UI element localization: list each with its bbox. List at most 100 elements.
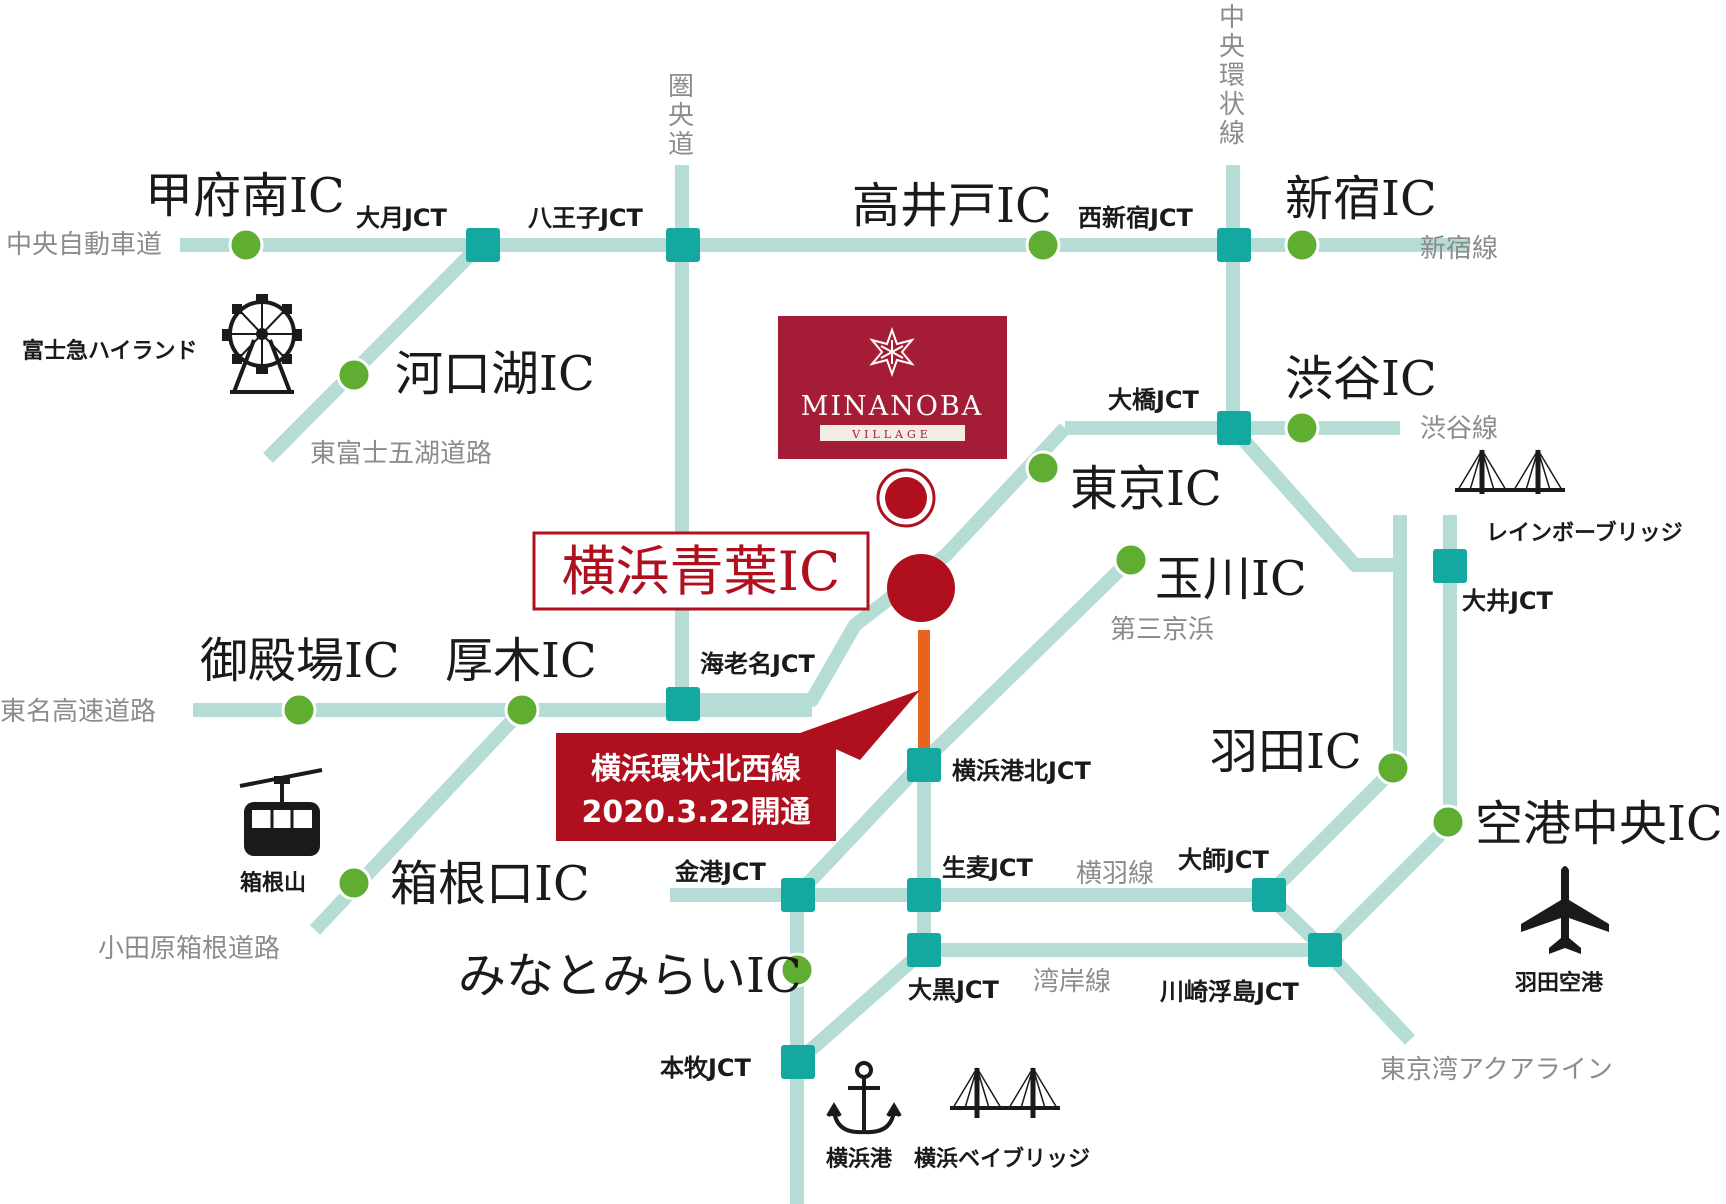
jct-markers: [466, 228, 1467, 1079]
ic-marker: [1113, 542, 1149, 578]
ic-labels: 甲府南IC 高井戸IC 新宿IC 河口湖IC 渋谷IC 東京IC 玉川IC 御殿…: [145, 168, 1723, 1004]
ic-marker: [336, 865, 372, 901]
road-name-yokohane: 横羽線: [1076, 859, 1154, 889]
yokohama-port-label: 横浜港: [826, 1147, 893, 1172]
callout-line1: 横浜環状北西線: [591, 752, 801, 787]
road-name-chuo: 中央自動車道: [6, 230, 162, 260]
road-name-shinjuku-line: 新宿線: [1420, 234, 1498, 264]
jct-marker: [781, 878, 815, 912]
road-name-shibuya-line: 渋谷線: [1420, 414, 1498, 444]
ic-marker: [228, 227, 264, 263]
road-name-higashi-fuji: 東富士五湖道路: [310, 439, 492, 469]
bridge-icon: [950, 1067, 1060, 1118]
jct-marker: [907, 933, 941, 967]
jct-marker: [1252, 878, 1286, 912]
jct-label-ohashi: 大橋JCT: [1108, 386, 1200, 414]
jct-label-daikoku: 大黒JCT: [908, 976, 1000, 1004]
ic-label-minatomirai: みなとみらいIC: [458, 948, 802, 1004]
road-higashi-fuji: [263, 240, 485, 463]
road-name-wangan: 湾岸線: [1033, 967, 1111, 997]
jct-labels: 大月JCT 八王子JCT 西新宿JCT 大橋JCT 大井JCT 海老名JCT 横…: [356, 204, 1554, 1082]
jct-label-namamugi: 生麦JCT: [942, 854, 1034, 882]
road-name-chuo-kanjo: 央: [1219, 32, 1245, 62]
bay-bridge-label: 横浜ベイブリッジ: [914, 1146, 1090, 1172]
hakone-yama-label: 箱根山: [240, 870, 306, 896]
highlight-ic: 横浜青葉IC: [532, 531, 955, 622]
logo-banner: [820, 425, 965, 441]
jct-label-honmoku: 本牧JCT: [660, 1054, 752, 1082]
road-names: 中央自動車道 新宿線 圏 央 道 中 央 環 状 線 東富士五湖道路 渋谷線 第…: [0, 3, 1613, 1085]
ic-marker: [779, 952, 815, 988]
road-name-tomei: 東名高速道路: [0, 697, 156, 727]
ropeway-icon: [239, 768, 323, 856]
jct-label-hachioji: 八王子JCT: [528, 204, 644, 232]
hokuseisen-callout: 横浜環状北西線 2020.3.22開通: [556, 690, 920, 841]
ic-marker: [1430, 804, 1466, 840]
jct-marker: [781, 1045, 815, 1079]
road-name-chuo-kanjo: 線: [1219, 119, 1245, 149]
anchor-icon: [826, 1061, 902, 1135]
ic-marker: [1284, 227, 1320, 263]
jct-marker: [907, 878, 941, 912]
jct-marker: [907, 748, 941, 782]
ic-label-gotemba: 御殿場IC: [200, 633, 400, 689]
logo-star-icon: [869, 327, 915, 377]
fujikyu-label: 富士急ハイランド: [22, 338, 198, 364]
ic-label-kuko-chuo: 空港中央IC: [1475, 796, 1723, 852]
jct-marker: [1308, 933, 1342, 967]
bridge-icon: [1455, 449, 1565, 494]
highlight-ic-label: 横浜青葉IC: [562, 540, 841, 603]
road-name-odawara-hakone: 小田原箱根道路: [98, 934, 280, 964]
jct-label-kawasaki-ukishima: 川崎浮島JCT: [1160, 978, 1300, 1006]
jct-label-yokohamako-kita: 横浜港北JCT: [952, 757, 1092, 785]
road-shuto-tokyo: [690, 423, 1071, 707]
airplane-icon: [1521, 866, 1609, 954]
ic-marker: [1375, 750, 1411, 786]
road-name-chuo-kanjo: 環: [1219, 61, 1245, 91]
jct-marker: [666, 687, 700, 721]
road-daikoku-honmoku: [792, 944, 929, 1068]
jct-marker: [1217, 228, 1251, 262]
highlight-ic-box: [532, 531, 870, 611]
ic-label-tokyo: 東京IC: [1070, 461, 1222, 517]
ic-label-atsugi: 厚木IC: [445, 633, 597, 689]
rainbow-bridge-label: レインボーブリッジ: [1486, 520, 1683, 546]
road-name-ken-o-do: 央: [668, 101, 694, 131]
callout-box: [556, 733, 836, 841]
jct-marker: [1217, 411, 1251, 445]
road-name-chuo-kanjo: 中: [1219, 3, 1245, 33]
jct-marker: [666, 228, 700, 262]
road-name-chuo-kanjo: 状: [1219, 90, 1245, 120]
minanoba-logo: MINANOBA VILLAGE: [778, 316, 1007, 459]
jct-marker: [1433, 549, 1467, 583]
site-marker: [876, 468, 936, 528]
ic-marker: [281, 692, 317, 728]
road-ohashi-oi: [1227, 423, 1400, 572]
jct-label-nishishinjuku: 西新宿JCT: [1078, 204, 1194, 232]
ic-label-hakoneguchi: 箱根口IC: [390, 856, 590, 912]
ic-marker: [1025, 450, 1061, 486]
callout-line2: 2020.3.22開通: [582, 795, 811, 830]
road-name-daisan-keihin: 第三京浜: [1110, 615, 1214, 645]
road-name-ken-o-do: 道: [668, 130, 694, 160]
ic-marker: [1025, 227, 1061, 263]
ic-markers: [228, 227, 1466, 988]
road-name-aqua-line: 東京湾アクアライン: [1380, 1055, 1613, 1085]
ic-label-tamagawa: 玉川IC: [1155, 551, 1307, 607]
jct-marker: [466, 228, 500, 262]
ic-marker: [336, 357, 372, 393]
jct-label-daishi: 大師JCT: [1178, 846, 1270, 874]
road-name-ken-o-do: 圏: [668, 72, 694, 102]
road-haneda: [1318, 515, 1457, 1045]
jct-label-ebina: 海老名JCT: [700, 650, 816, 678]
ic-label-kofu-minami: 甲府南IC: [145, 168, 345, 224]
ic-label-haneda: 羽田IC: [1210, 724, 1362, 780]
ic-marker: [504, 692, 540, 728]
ic-marker: [1284, 410, 1320, 446]
road-daishi-haneda: [1263, 763, 1400, 900]
jct-label-otsuki: 大月JCT: [356, 204, 448, 232]
ic-label-shinjuku: 新宿IC: [1285, 171, 1437, 227]
road-network: [180, 165, 1470, 1204]
jct-label-oi: 大井JCT: [1462, 587, 1554, 615]
